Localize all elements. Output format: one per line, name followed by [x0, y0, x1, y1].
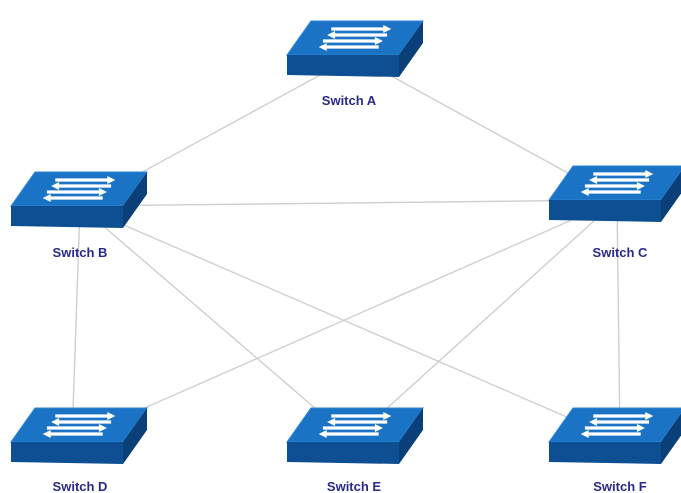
link-c-f: [616, 199, 621, 441]
switch-front-face: [11, 206, 123, 228]
switch-side-face: [661, 171, 681, 222]
switch-f[interactable]: Switch F: [548, 407, 681, 493]
switch-label: Switch B: [53, 245, 108, 260]
switches-layer: Switch A Switch B Switch C Switch D Switch E…: [10, 20, 681, 493]
arrow-left-icon: [580, 188, 641, 196]
switch-side-face: [123, 408, 147, 464]
arrow-right-icon: [331, 25, 392, 33]
arrow-left-icon: [327, 31, 388, 39]
link-b-d: [71, 205, 81, 441]
switch-label: Switch C: [593, 245, 649, 260]
link-b-c: [79, 199, 618, 207]
switch-a[interactable]: Switch A: [286, 20, 424, 108]
switch-label: Switch F: [593, 479, 647, 493]
switch-front-face: [287, 55, 399, 77]
switch-top-face: [10, 407, 148, 443]
arrow-right-icon: [55, 412, 116, 420]
arrow-left-icon: [42, 194, 103, 202]
arrow-left-icon: [51, 182, 112, 190]
arrow-left-icon: [318, 43, 379, 51]
switch-front-face: [549, 442, 661, 464]
arrow-left-icon: [589, 418, 650, 426]
switch-side-face: [399, 408, 423, 464]
arrow-left-icon: [589, 176, 650, 184]
switch-top-face: [548, 165, 681, 201]
arrow-left-icon: [580, 430, 641, 438]
network-switch-icon: [548, 165, 681, 222]
switch-label: Switch A: [322, 93, 377, 108]
switch-side-face: [123, 172, 147, 228]
switch-e[interactable]: Switch E: [286, 407, 424, 493]
switch-front-face: [549, 200, 661, 222]
arrow-right-icon: [593, 170, 654, 178]
network-switch-icon: [286, 20, 424, 77]
link-b-e: [79, 205, 353, 441]
link-c-d: [71, 199, 618, 441]
link-b-f: [79, 205, 621, 441]
arrow-right-icon: [593, 412, 654, 420]
switch-top-face: [10, 171, 148, 207]
link-c-e: [351, 199, 618, 441]
switch-top-face: [548, 407, 681, 443]
arrow-left-icon: [42, 430, 103, 438]
links-layer: [71, 55, 621, 441]
switch-b[interactable]: Switch B: [10, 171, 148, 260]
arrow-right-icon: [584, 424, 645, 432]
arrow-right-icon: [584, 182, 645, 190]
arrow-left-icon: [51, 418, 112, 426]
network-switch-icon: [548, 407, 681, 464]
arrow-right-icon: [322, 424, 383, 432]
arrow-right-icon: [46, 424, 107, 432]
switch-side-face: [399, 21, 423, 77]
arrow-right-icon: [331, 412, 392, 420]
network-switch-icon: [286, 407, 424, 464]
switch-front-face: [287, 442, 399, 464]
switch-c[interactable]: Switch C: [548, 165, 681, 260]
arrow-right-icon: [322, 37, 383, 45]
network-switch-icon: [10, 171, 148, 228]
network-switch-icon: [10, 407, 148, 464]
switch-d[interactable]: Switch D: [10, 407, 148, 493]
arrow-left-icon: [318, 430, 379, 438]
arrow-right-icon: [46, 188, 107, 196]
switch-label: Switch E: [327, 479, 382, 493]
arrow-right-icon: [55, 176, 116, 184]
arrow-left-icon: [327, 418, 388, 426]
switch-front-face: [11, 442, 123, 464]
switch-side-face: [661, 413, 681, 464]
switch-label: Switch D: [53, 479, 108, 493]
